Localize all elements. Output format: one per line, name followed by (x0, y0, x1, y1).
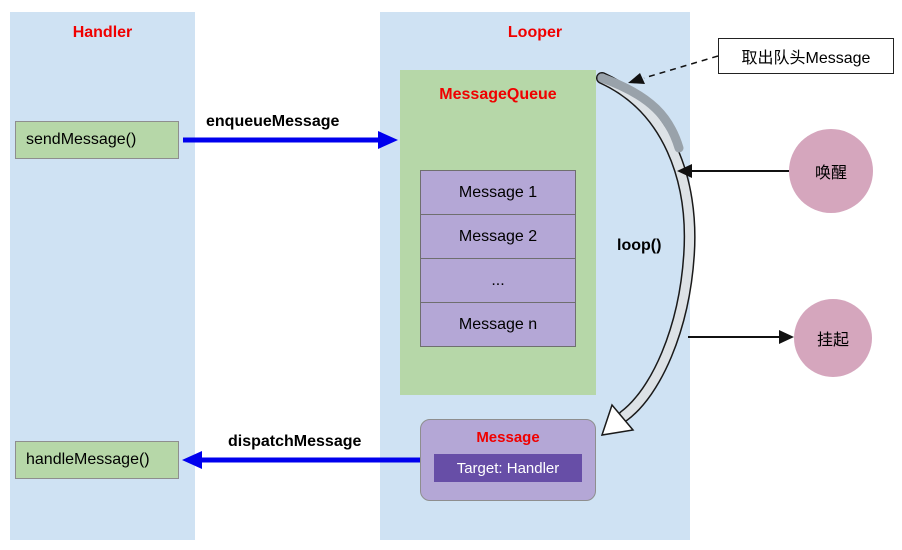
suspend-circle: 挂起 (794, 299, 872, 377)
send-message-box: sendMessage() (15, 121, 179, 159)
wake-circle: 唤醒 (789, 129, 873, 213)
message-title: Message (476, 429, 540, 446)
message-item: Message 1 (420, 170, 576, 215)
message-queue-title: MessageQueue (439, 86, 557, 103)
wake-arrow (677, 164, 789, 178)
dequeue-note: 取出队头Message (718, 38, 894, 74)
message-item: ... (420, 258, 576, 303)
target-handler-box: Target: Handler (434, 454, 582, 482)
message-box: Message Target: Handler (420, 419, 596, 501)
message-item: Message 2 (420, 214, 576, 259)
loop-label: loop() (617, 237, 662, 254)
looper-title: Looper (507, 24, 563, 41)
message-queue-stack: Message 1 Message 2 ... Message n (420, 170, 576, 347)
suspend-arrow (688, 330, 794, 344)
handler-title: Handler (72, 24, 133, 41)
dispatch-message-label: dispatchMessage (228, 433, 362, 450)
handle-message-box: handleMessage() (15, 441, 179, 479)
enqueue-arrow (183, 131, 398, 149)
message-item: Message n (420, 302, 576, 347)
enqueue-message-label: enqueueMessage (206, 113, 340, 130)
